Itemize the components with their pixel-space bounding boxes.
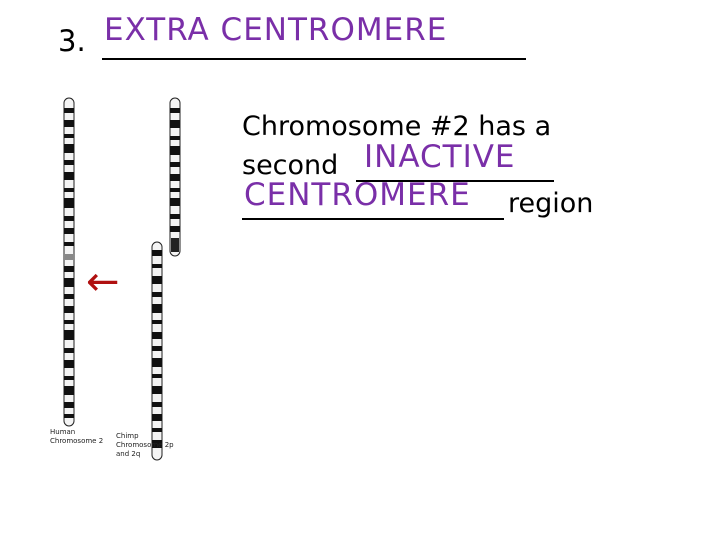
chimp-chromosome-2p [170, 98, 180, 256]
title-answer: EXTRA CENTROMERE [104, 12, 447, 48]
answer-centromere: CENTROMERE [244, 177, 471, 213]
caption-chimp-line-3: and 2q [116, 450, 140, 458]
answer-blank-2 [242, 218, 504, 220]
chromosome-comparison-figure [40, 90, 210, 470]
statement-line-1: Chromosome #2 has a [242, 111, 551, 142]
answer-inactive: INACTIVE [364, 139, 516, 175]
caption-chimp-line-1: Chimp [116, 432, 139, 440]
caption-human-line-2: Chromosome 2 [50, 437, 103, 445]
chimp-chromosome-2q [152, 242, 162, 460]
arrow-left-icon: ← [86, 262, 120, 302]
question-number: 3. [58, 24, 86, 58]
title-answer-blank [102, 58, 526, 60]
caption-chimp-line-2: Chromosome 2p [116, 441, 174, 449]
human-chromosome-2 [64, 98, 74, 426]
statement-line-3-suffix: region [508, 188, 593, 219]
caption-human-line-1: Human [50, 428, 75, 436]
